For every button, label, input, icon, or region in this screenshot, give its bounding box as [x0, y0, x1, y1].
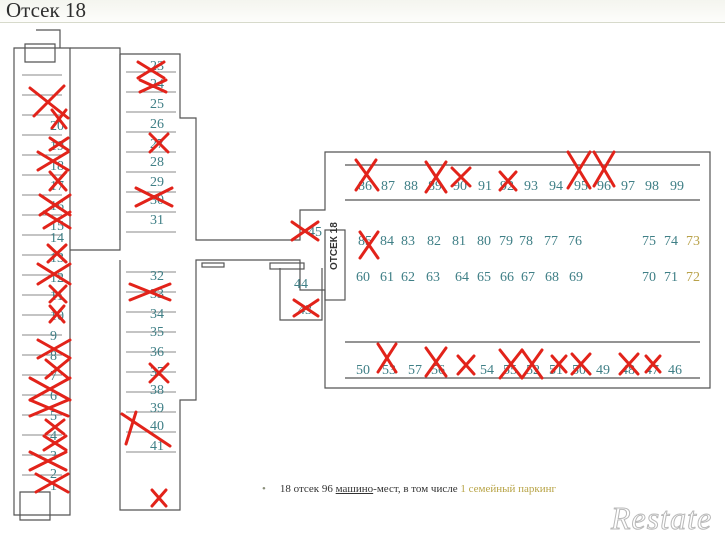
spot-number: 76 [568, 234, 582, 249]
legend-text-underlined: машино [335, 483, 374, 495]
spot-number: 29 [150, 175, 164, 190]
spot-number: 77 [544, 234, 558, 249]
spot-number: 6 [50, 389, 57, 404]
spot-number: 3 [50, 449, 57, 464]
spot-number: 79 [499, 234, 513, 249]
spot-number: 94 [549, 179, 563, 194]
spot-number: 49 [596, 363, 610, 378]
spot-number: 4 [50, 429, 57, 444]
spot-number: 84 [380, 234, 394, 249]
spot-number: 9 [50, 329, 57, 344]
spot-number: 63 [426, 270, 440, 285]
spot-number: 78 [519, 234, 533, 249]
spot-number: 80 [477, 234, 491, 249]
spot-number: 64 [455, 270, 469, 285]
spot-number: 98 [645, 179, 659, 194]
spot-number: 82 [427, 234, 441, 249]
spot-number: 62 [401, 270, 415, 285]
spot-number: 44 [294, 277, 308, 292]
spot-number: 7 [50, 369, 57, 384]
spot-number: 69 [569, 270, 583, 285]
legend: • 18 отсек 96 машино-мест, в том числе 1 … [262, 483, 556, 495]
family-spot-number: 73 [686, 234, 700, 249]
spot-number: 71 [664, 270, 678, 285]
spot-number: 70 [642, 270, 656, 285]
spot-number: 35 [150, 325, 164, 340]
spot-number: 93 [524, 179, 538, 194]
spot-number: 5 [50, 409, 57, 424]
spot-number: 38 [150, 383, 164, 398]
spot-number: 81 [452, 234, 466, 249]
title-bar: Отсек 18 [0, 0, 725, 23]
spot-number: 26 [150, 117, 164, 132]
spot-number: 50 [356, 363, 370, 378]
legend-text-start: 18 отсек 96 [279, 483, 336, 495]
corridor-label: ОТСЕК 18 [329, 222, 340, 270]
legend-family-parking: 1 семейный паркинг [460, 483, 557, 495]
spot-number: 83 [401, 234, 415, 249]
spot-number: 56 [431, 363, 445, 378]
legend-text-middle: -мест, в том числе [373, 483, 461, 495]
spot-number: 88 [404, 179, 418, 194]
spot-number: 1 [50, 479, 57, 494]
spot-number: 99 [670, 179, 684, 194]
page-title: Отсек 18 [6, 0, 86, 22]
spot-numbers: 23 24 25 26 27 28 29 30 31 32 33 34 35 3… [50, 59, 700, 494]
spot-number: 2 [50, 467, 57, 482]
spot-number: 65 [477, 270, 491, 285]
spot-number: 97 [621, 179, 635, 194]
spot-number: 57 [408, 363, 422, 378]
spot-number: 31 [150, 213, 164, 228]
spot-number: 41 [150, 439, 164, 454]
spot-number: 68 [545, 270, 559, 285]
family-spot-number: 72 [686, 270, 700, 285]
spot-number: 60 [356, 270, 370, 285]
spot-number: 66 [500, 270, 514, 285]
walls [13, 29, 711, 521]
spot-number: 61 [380, 270, 394, 285]
spot-number: 91 [478, 179, 492, 194]
spot-number: 36 [150, 345, 164, 360]
spot-number: 67 [521, 270, 535, 285]
legend-bullet: • [262, 483, 266, 495]
spot-number: 96 [597, 179, 611, 194]
spot-number: 75 [642, 234, 656, 249]
spot-number: 54 [480, 363, 494, 378]
spot-number: 46 [668, 363, 682, 378]
spot-number: 28 [150, 155, 164, 170]
spot-number: 34 [150, 307, 164, 322]
spot-number: 40 [150, 419, 164, 434]
spot-number: 25 [150, 97, 164, 112]
restate-logo: Restate [610, 500, 713, 537]
spot-number: 8 [50, 349, 57, 364]
spot-number: 14 [50, 231, 64, 246]
spot-number: 32 [150, 269, 164, 284]
sold-markers [28, 60, 662, 508]
spot-number: 39 [150, 401, 164, 416]
spot-number: 87 [381, 179, 395, 194]
spot-number: 95 [574, 179, 588, 194]
spot-number: 74 [664, 234, 678, 249]
